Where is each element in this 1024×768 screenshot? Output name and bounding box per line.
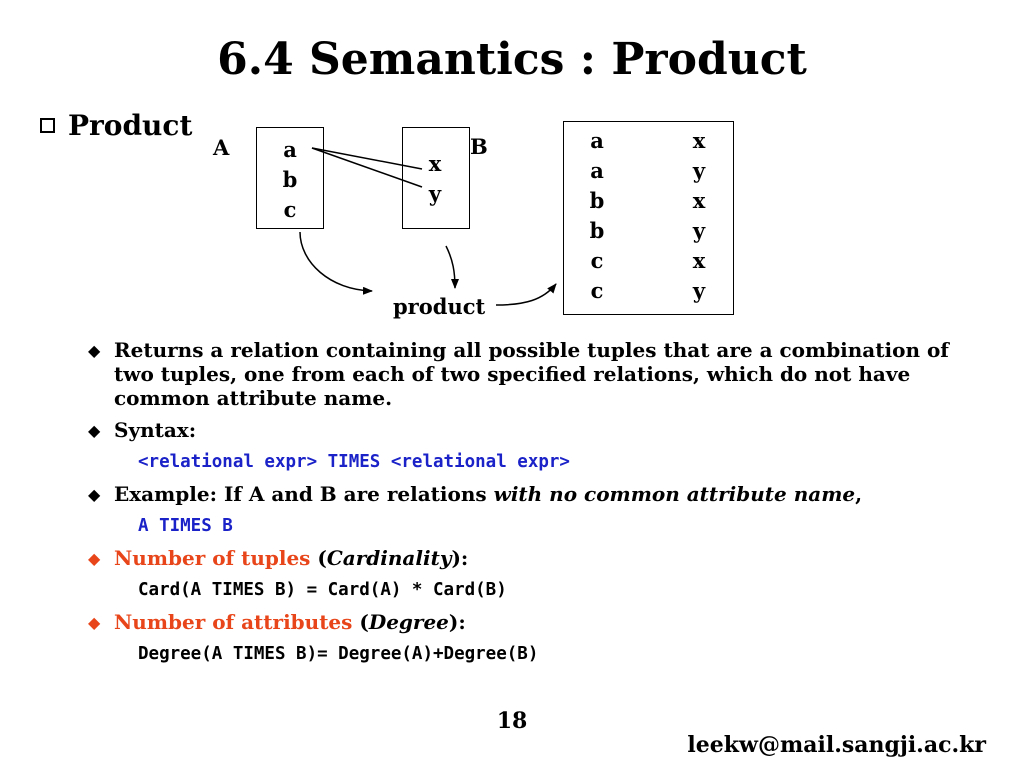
diamond-bullet-icon: ◆ [88,341,101,360]
attributes-paren-open: ( [352,610,369,634]
result-relation-box [563,121,734,315]
diamond-bullet-icon: ◆ [88,549,101,568]
example-code: A TIMES B [138,516,233,536]
relation-a-value: c [283,197,297,222]
author-email: leekw@mail.sangji.ac.kr [687,732,986,758]
pairing-line [311,147,423,170]
example-emphasis: with no common attribute name [493,482,856,506]
result-cell: y [692,218,706,243]
relation-a-box [256,127,324,229]
diamond-bullet-icon: ◆ [88,421,101,440]
bullet-list: ◆ Returns a relation containing all poss… [86,338,986,674]
example-prefix: Example: If A and B are relations [114,482,494,506]
result-cell: b [589,188,605,213]
list-item: ◆ Returns a relation containing all poss… [86,338,986,410]
tuples-paren-open: ( [310,546,327,570]
list-item: ◆ Syntax: [86,418,986,442]
slide-title: 6.4 Semantics : Product [217,34,807,85]
square-bullet-icon [40,118,55,133]
tuples-label: Number of tuples [114,546,311,570]
relation-a-value: a [283,137,297,162]
product-operation-label: product [393,294,486,319]
tuples-code: Card(A TIMES B) = Card(A) * Card(B) [138,580,507,600]
section-heading: Product [68,109,193,142]
attributes-paren-close: ): [448,610,466,634]
result-cell: y [692,278,706,303]
page-number: 18 [496,708,528,734]
input-b-arrow [445,245,459,289]
syntax-label: Syntax: [114,418,197,442]
list-item: ◆ Example: If A and B are relations with… [86,482,986,506]
diamond-bullet-icon: ◆ [88,613,101,632]
relation-a-label: A [213,135,230,160]
result-cell: a [590,128,604,153]
relation-a-values: a b c [256,135,324,225]
attributes-label: Number of attributes [114,610,353,634]
result-cell: c [590,278,604,303]
result-cell: c [590,248,604,273]
tuples-term: Cardinality [326,546,452,570]
example-suffix: , [855,482,863,506]
result-column-1: a a b b c c [582,126,612,306]
list-item: ◆ Number of attributes (Degree): [86,610,986,634]
relation-b-value: y [428,181,442,206]
result-cell: a [590,158,604,183]
result-column-2: x y x y x y [684,126,714,306]
input-a-arrow [299,231,373,295]
result-cell: x [692,128,706,153]
syntax-code: <relational expr> TIMES <relational expr… [138,452,570,472]
result-cell: x [692,248,706,273]
attributes-term: Degree [368,610,449,634]
result-cell: y [692,158,706,183]
relation-b-box [402,127,470,229]
result-cell: x [692,188,706,213]
relation-b-label: B [470,134,488,159]
output-arrow [495,283,557,306]
returns-text: Returns a relation containing all possib… [114,338,949,410]
pairing-line [311,147,423,188]
relation-a-value: b [282,167,298,192]
attributes-code: Degree(A TIMES B)= Degree(A)+Degree(B) [138,644,539,664]
result-cell: b [589,218,605,243]
diamond-bullet-icon: ◆ [88,485,101,504]
relation-b-values: x y [420,149,450,209]
tuples-paren-close: ): [451,546,469,570]
relation-b-value: x [428,151,442,176]
list-item: ◆ Number of tuples (Cardinality): [86,546,986,570]
